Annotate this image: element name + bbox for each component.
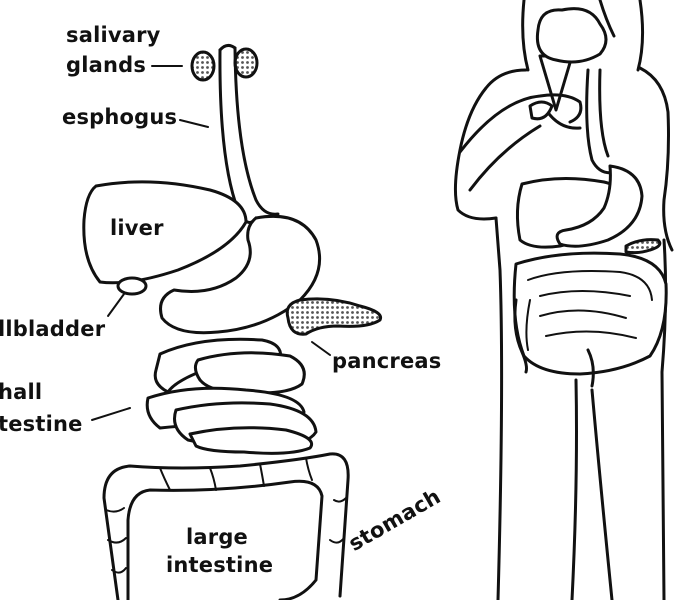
small-intestine [145,337,318,455]
large-intestine [102,452,350,600]
label-pancreas: pancreas [332,349,441,373]
liver [82,180,248,285]
gallbladder [116,276,148,296]
label-glands: glands [66,53,146,77]
label-large: large [186,525,248,549]
label-gallbladder: llbladder [0,317,106,341]
leader-lines [91,65,331,421]
label-esophagus: esphogus [62,105,177,129]
label-stomach: stomach [345,484,445,556]
label-intestine: intestine [166,553,273,577]
pancreas [285,297,383,336]
salivary-glands [190,47,259,82]
girl-figure [453,0,674,600]
esophagus [218,43,280,224]
label-small-intestine-2: testine [0,412,83,436]
label-small-intestine-1: hall [0,380,42,404]
label-salivary: salivary [66,23,161,47]
stomach [159,214,322,335]
label-liver: liver [110,216,164,240]
